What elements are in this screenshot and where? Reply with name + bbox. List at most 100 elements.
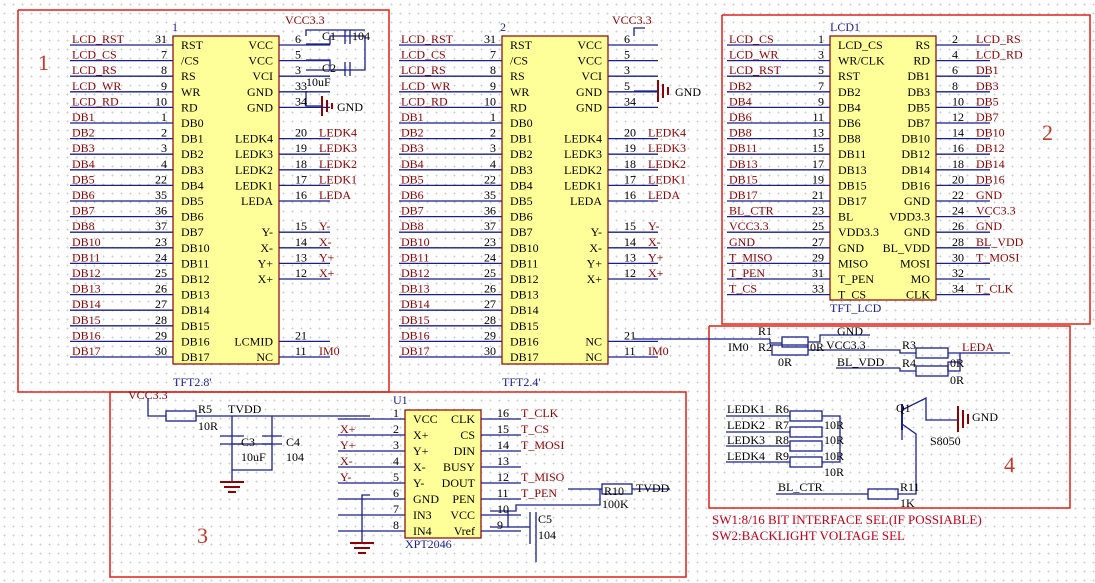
pin-number: 1 xyxy=(490,110,496,124)
pin-name: VCC xyxy=(577,54,602,68)
pin-name: VDD3.3 xyxy=(838,225,879,239)
r7-body xyxy=(789,426,823,438)
net-label: IM0 xyxy=(319,344,340,358)
pin-name: DB4 xyxy=(510,178,533,192)
net-label: DB16 xyxy=(976,172,1005,186)
pin-name: DB10 xyxy=(181,241,210,255)
net-label: DB4 xyxy=(401,157,424,171)
pin-number: 2 xyxy=(952,32,958,46)
net-label: LCD_RST xyxy=(401,32,454,46)
ic-body xyxy=(501,35,609,365)
pin-number: 11 xyxy=(295,344,307,358)
c5-label: C5 xyxy=(538,512,552,526)
pin-number: 6 xyxy=(393,486,399,500)
ic-ref-label: LCD1 xyxy=(830,20,860,34)
r2-label: R2 xyxy=(758,340,772,354)
net-label: DB2 xyxy=(72,126,95,140)
pin-number: 25 xyxy=(812,219,824,233)
pin-number: 4 xyxy=(393,454,399,468)
pin-name: GND xyxy=(904,194,930,208)
pin-name: DB2 xyxy=(181,147,204,161)
pin-number: 22 xyxy=(952,188,964,202)
pin-number: 20 xyxy=(295,126,307,140)
c3-label: C3 xyxy=(241,435,255,449)
pin-name: DB13 xyxy=(838,163,867,177)
pin-number: 18 xyxy=(295,157,307,171)
pin-name: DB12 xyxy=(901,147,930,161)
pin-number: 13 xyxy=(624,250,636,264)
r3-in xyxy=(870,349,916,354)
c3-gnd xyxy=(231,444,273,471)
pin-number: 5 xyxy=(818,63,824,77)
blctr-label: BL_CTR xyxy=(778,480,823,494)
pin-number: 24 xyxy=(155,250,167,264)
pin-name: BL xyxy=(838,210,853,224)
pin-number: 4 xyxy=(161,157,167,171)
pin-number: 7 xyxy=(393,502,399,516)
pin-name: RD xyxy=(510,100,527,114)
pin-name: DB3 xyxy=(510,163,533,177)
net-label: LEDK4 xyxy=(319,126,357,140)
pin-name: DB16 xyxy=(181,334,210,348)
r4-label: R4 xyxy=(902,356,916,370)
pin-name: DB4 xyxy=(838,100,861,114)
pin-name: RS xyxy=(915,38,930,52)
pin-name: DB12 xyxy=(181,272,210,286)
net-label: IM0 xyxy=(648,344,669,358)
region-frame-4 xyxy=(708,325,1071,509)
pin-name: DB6 xyxy=(510,210,533,224)
net-label: DB5 xyxy=(976,94,999,108)
vcc-rail-3 xyxy=(147,398,166,417)
pin-number: 1 xyxy=(393,406,399,420)
net-label: LEDK1 xyxy=(319,172,357,186)
pin-number: 2 xyxy=(490,126,496,140)
vcc33-label-r: VCC3.3 xyxy=(826,338,866,352)
pin-number: 5 xyxy=(295,48,301,62)
net-label: DB15 xyxy=(401,313,430,327)
pin-number: 27 xyxy=(155,297,167,311)
pin-name: DB1 xyxy=(510,132,533,146)
pin-name: VDD3.3 xyxy=(889,210,930,224)
net-label: LEDK4 xyxy=(648,126,686,140)
pin-name: DB10 xyxy=(510,241,539,255)
r5-label: R5 xyxy=(198,402,212,416)
pin-number: 31 xyxy=(812,266,824,280)
vcc-rail-2 xyxy=(633,27,645,36)
net-label: VCC3.3 xyxy=(976,204,1016,218)
pin-number: 14 xyxy=(295,235,307,249)
r10-value: 100K xyxy=(602,497,629,511)
pin-number: 6 xyxy=(952,63,958,77)
net-label: DB1 xyxy=(72,110,95,124)
pin-number: 7 xyxy=(161,48,167,62)
pin-name: WR xyxy=(181,85,200,99)
pin-number: 28 xyxy=(952,235,964,249)
pin-name: DB11 xyxy=(181,256,209,270)
pin-name: BUSY xyxy=(443,460,475,474)
pin-number: 26 xyxy=(155,282,167,296)
net-label: LCD_RD xyxy=(401,94,448,108)
pin-number: 3 xyxy=(624,63,630,77)
pin-name: RST xyxy=(510,38,533,52)
pin-name: GND xyxy=(576,85,602,99)
region-label-4: 4 xyxy=(1004,452,1015,477)
pin-number: 4 xyxy=(490,157,496,171)
net-label: DB1 xyxy=(401,110,424,124)
pin-name: GND xyxy=(904,225,930,239)
net-label: DB14 xyxy=(72,297,101,311)
pin-number: 31 xyxy=(484,32,496,46)
ic-ref-label: 1 xyxy=(172,20,178,34)
c2-value: 10uF xyxy=(306,75,331,89)
pin-name: DB5 xyxy=(510,194,533,208)
pin-name: DB15 xyxy=(510,319,539,333)
pin-name: LEDK1 xyxy=(564,178,602,192)
region-frame-3 xyxy=(109,391,687,578)
pin-number: 3 xyxy=(295,63,301,77)
pin-name: DB15 xyxy=(838,178,867,192)
ledk4-label: LEDK4 xyxy=(727,449,765,463)
pin-name: DB7 xyxy=(510,225,533,239)
pin-number: 13 xyxy=(295,250,307,264)
pin-number: 23 xyxy=(812,204,824,218)
pin-number: 12 xyxy=(295,266,307,280)
